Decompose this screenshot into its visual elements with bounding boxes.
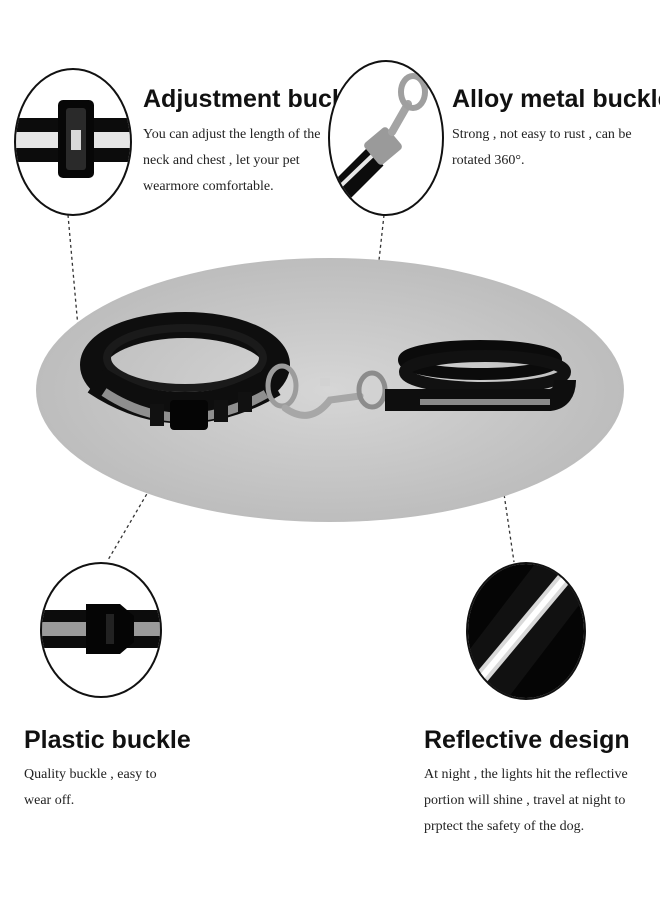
reflective-design-detail-image [466, 562, 586, 700]
description-line: wearmore comfortable. [143, 179, 274, 194]
leash [385, 340, 576, 411]
collar-buckle [170, 400, 208, 430]
metal-snap-hook-closeup-icon [330, 73, 428, 214]
description-line: You can adjust the length of the [143, 127, 321, 142]
adjustment-buckle-description: You can adjust the length of the neck an… [143, 122, 333, 200]
product-illustration [36, 258, 624, 522]
plastic-buckle-closeup-icon [42, 604, 160, 654]
reflective-strip-closeup-icon [468, 564, 584, 698]
description-line: Strong , not easy to rust , can be [452, 127, 632, 142]
plastic-buckle-title: Plastic buckle [24, 726, 191, 754]
reflective-design-description: At night , the lights hit the reflective… [424, 762, 654, 840]
alloy-buckle-title: Alloy metal buckle [452, 85, 660, 113]
description-line: rotated 360°. [452, 153, 525, 168]
leader-line-adjustment [67, 214, 83, 373]
plastic-buckle-detail-image [40, 562, 162, 698]
description-line: portion will shine , travel at night to [424, 793, 626, 808]
description-line: At night , the lights hit the reflective [424, 767, 628, 782]
description-line: prptect the safety of the dog. [424, 819, 585, 834]
description-line: Quality buckle , easy to [24, 767, 157, 782]
adjustment-buckle-title: Adjustment buckle [143, 85, 367, 113]
adjustment-buckle-closeup-icon [16, 100, 130, 178]
plastic-buckle-description: Quality buckle , easy to wear off. [24, 762, 204, 814]
alloy-buckle-detail-image [328, 60, 444, 216]
alloy-buckle-description: Strong , not easy to rust , can be rotat… [452, 122, 652, 174]
description-line: neck and chest , let your pet [143, 153, 300, 168]
adjustment-buckle-detail-image [14, 68, 132, 216]
description-line: wear off. [24, 793, 75, 808]
reflective-design-title: Reflective design [424, 726, 630, 754]
